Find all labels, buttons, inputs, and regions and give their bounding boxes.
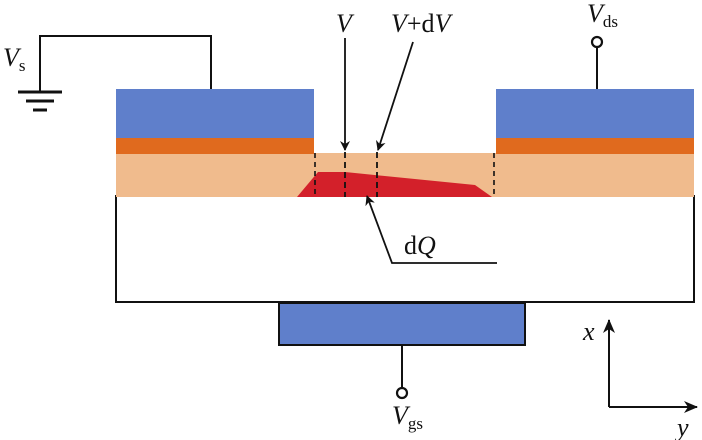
vds-label: Vds	[587, 0, 618, 31]
v-dv-pointer-arrow	[376, 41, 414, 151]
source-contact-layer	[116, 138, 314, 154]
gate-terminal	[395, 386, 409, 400]
gate-electrode	[278, 302, 526, 346]
vs-label: Vs	[3, 43, 26, 75]
dq-label: dQ	[404, 231, 436, 260]
drain-contact-layer	[496, 138, 694, 154]
v-label: V	[336, 9, 355, 38]
channel-charge-region	[297, 172, 492, 197]
dq-pointer-arrow	[365, 195, 497, 264]
source-electrode	[116, 89, 314, 138]
vgs-label: Vgs	[392, 401, 423, 433]
drain-terminal	[590, 35, 604, 49]
ground-icon	[18, 90, 62, 112]
axis-y-label: y	[674, 413, 689, 440]
drain-electrode	[496, 89, 694, 138]
axis-x-label: x	[582, 317, 595, 346]
v-dv-label: V+dV	[391, 9, 454, 38]
source-wire	[39, 35, 212, 91]
